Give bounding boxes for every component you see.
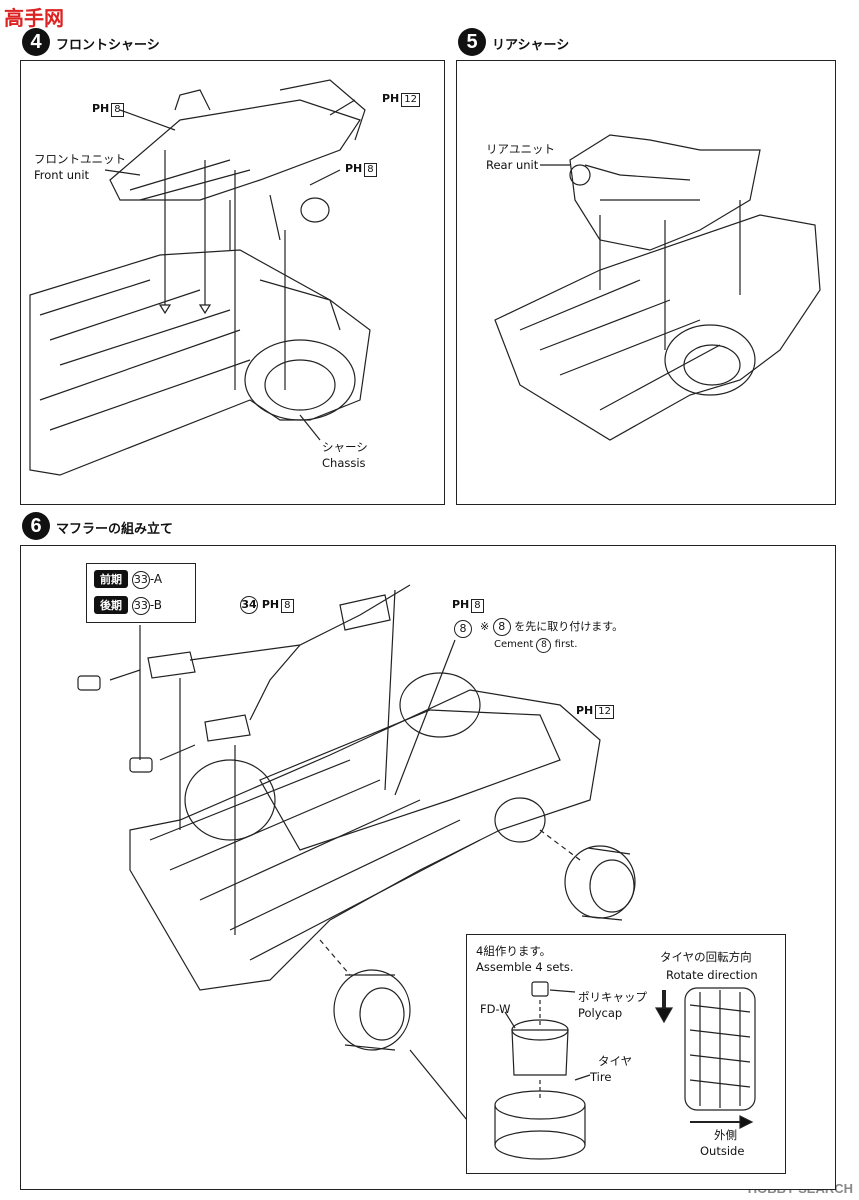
part-circle: 8 (492, 618, 511, 636)
early-suffix: -A (149, 572, 163, 586)
step5-panel (456, 60, 836, 505)
early-variant-row: 前期 33-A (94, 570, 162, 589)
note-text: を先に取り付けます。 (514, 620, 624, 633)
step4-number: 4 (22, 28, 50, 56)
part-box: 8 (111, 103, 124, 117)
rotate-label-en: Rotate direction (666, 968, 758, 982)
cement-text: Cement (494, 639, 534, 650)
chassis-label-en: Chassis (322, 456, 366, 470)
ph-text: PH (345, 162, 363, 175)
ph-text: PH (576, 704, 594, 717)
chassis-label-jp: シャーシ (322, 440, 368, 454)
ph-text: PH (92, 102, 110, 115)
front-unit-label-en: Front unit (34, 168, 90, 182)
step4-title: フロントシャーシ (56, 38, 160, 53)
part-box: 8 (364, 163, 377, 177)
rotate-label-jp: タイヤの回転方向 (660, 950, 752, 964)
fdw-label: FD-W (480, 1002, 511, 1016)
step4-panel (20, 60, 445, 505)
part-circle: 33 (131, 571, 150, 589)
part-box: 12 (401, 93, 421, 107)
ph-text: PH (452, 598, 470, 611)
rear-unit-label-jp: リアユニット (486, 142, 555, 156)
part8-callout: 8 (454, 617, 472, 638)
early-tag: 前期 (94, 570, 128, 588)
rear-unit-label-en: Rear unit (486, 158, 539, 172)
ph-text: PH (261, 598, 280, 611)
part-circle: 8 (536, 638, 552, 653)
tire-label-en: Tire (590, 1070, 612, 1084)
outside-label-jp: 外側 (714, 1128, 737, 1142)
cement-note-jp: ※ 8 を先に取り付けます。 (480, 618, 623, 636)
step5-title: リアシャーシ (492, 38, 570, 53)
part-circle: 34 (240, 596, 258, 614)
polycap-label-jp: ポリキャップ (578, 990, 647, 1004)
cement-note-en: Cement 8 first. (494, 638, 577, 653)
front-unit-label-jp: フロントユニット (34, 152, 126, 166)
step6-title: マフラーの組み立て (56, 522, 174, 537)
part-circle: 33 (131, 597, 150, 615)
assemble-label-jp: 4組作ります。 (476, 944, 552, 958)
tire-label-jp: タイヤ (598, 1054, 633, 1068)
part-box: 8 (281, 599, 294, 613)
assemble-label-en: Assemble 4 sets. (476, 960, 574, 974)
late-variant-row: 後期 33-B (94, 596, 162, 615)
note-mark: ※ (480, 620, 490, 633)
late-suffix: -B (149, 598, 162, 612)
late-tag: 後期 (94, 596, 128, 614)
outside-label-en: Outside (700, 1144, 745, 1158)
cement-first: first. (554, 639, 578, 650)
step6-number: 6 (22, 512, 50, 540)
part-circle: 8 (454, 620, 472, 638)
part-box: 12 (595, 705, 615, 719)
polycap-label-en: Polycap (578, 1006, 623, 1020)
ph-text: PH (382, 92, 400, 105)
step5-number: 5 (458, 28, 486, 56)
watermark-top-logo: 高手网 (4, 8, 64, 30)
part-box: 8 (471, 599, 484, 613)
